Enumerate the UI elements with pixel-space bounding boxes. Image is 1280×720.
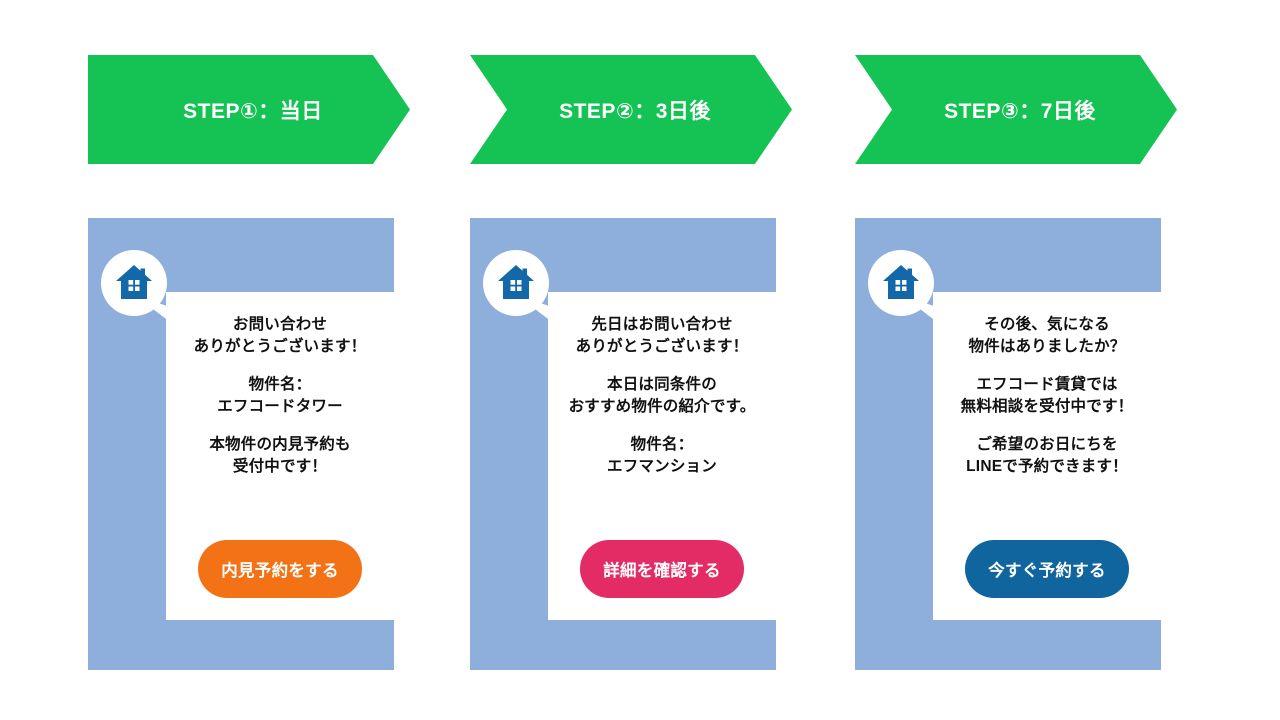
speech-bubble-2: 先日はお問い合わせありがとうございます！ 本日は同条件のおすすめ物件の紹介です。…: [548, 292, 776, 620]
bubble-paragraph: お問い合わせありがとうございます！: [193, 316, 367, 355]
cta-button-reservation[interactable]: 内見予約をする: [198, 540, 362, 598]
speech-bubble-3: その後、気になる物件はありましたか？ エフコード賃貸では無料相談を受付中です！ …: [933, 292, 1161, 620]
house-icon: [496, 264, 536, 302]
house-icon: [114, 264, 154, 302]
step-column-2: STEP②：3日後 先日はお問い合わせありがとうございます！ 本日は同条件のおす…: [470, 0, 860, 720]
step-banner-1: STEP①：当日: [88, 55, 410, 164]
house-icon: [881, 264, 921, 302]
bubble-paragraph: 本物件の内見予約も受付中です！: [209, 436, 351, 475]
step-banner-label-3: STEP③：7日後: [944, 99, 1096, 123]
cta-button-book-now[interactable]: 今すぐ予約する: [965, 540, 1129, 598]
house-icon-badge-1: [101, 250, 167, 316]
step-banner-label-1: STEP①：当日: [183, 99, 323, 123]
step-banner-3: STEP③：7日後: [855, 55, 1177, 164]
step-column-1: STEP①：当日 お問い合わせありがとうございます！ 物件名：エフコードタワー …: [88, 0, 478, 720]
step-banner-2: STEP②：3日後: [470, 55, 792, 164]
step-banner-label-2: STEP②：3日後: [559, 99, 711, 123]
bubble-paragraph: その後、気になる物件はありましたか？: [968, 316, 1126, 355]
step-column-3: STEP③：7日後 その後、気になる物件はありましたか？ エフコード賃貸では無料…: [855, 0, 1245, 720]
speech-bubble-1: お問い合わせありがとうございます！ 物件名：エフコードタワー 本物件の内見予約も…: [166, 292, 394, 620]
house-icon-badge-2: [483, 250, 549, 316]
bubble-paragraph: エフコード賃貸では無料相談を受付中です！: [960, 376, 1134, 415]
bubble-paragraph: 本日は同条件のおすすめ物件の紹介です。: [568, 376, 756, 415]
house-icon-badge-3: [868, 250, 934, 316]
bubble-paragraph: 先日はお問い合わせありがとうございます！: [575, 316, 749, 355]
bubble-paragraph: 物件名：エフコードタワー: [217, 376, 343, 415]
cta-button-details[interactable]: 詳細を確認する: [580, 540, 744, 598]
bubble-paragraph: 物件名：エフマンション: [607, 436, 717, 475]
